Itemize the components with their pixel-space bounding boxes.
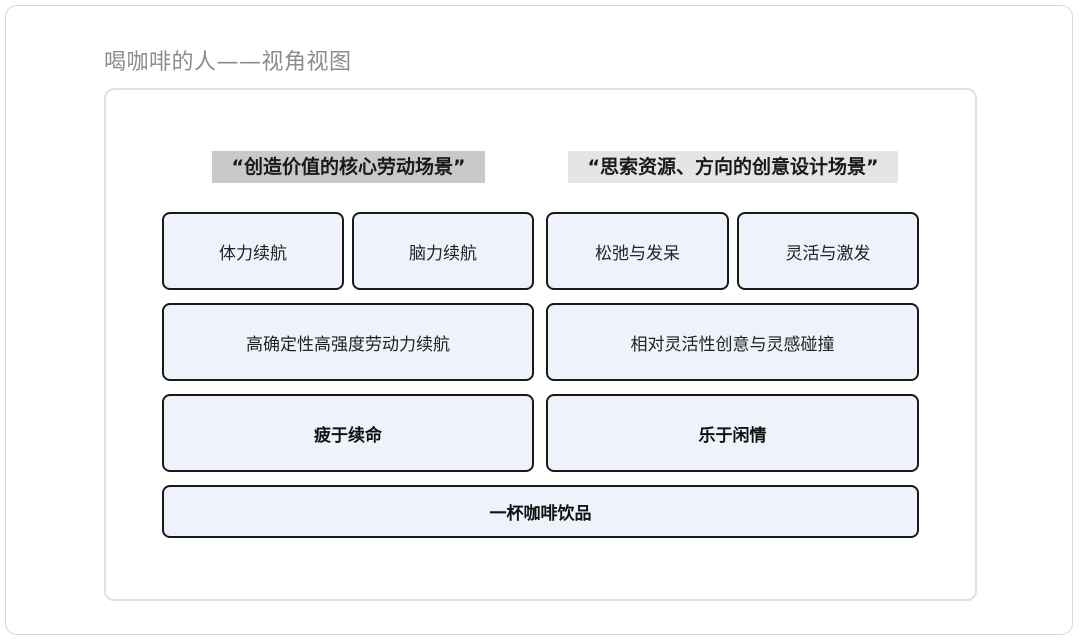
box-creative-collision: 相对灵活性创意与灵感碰撞 xyxy=(546,303,919,381)
box-mental-endurance: 脑力续航 xyxy=(352,212,534,290)
heading-creative-design: “思索资源、方向的创意设计场景” xyxy=(568,151,898,183)
box-coffee-drink: 一杯咖啡饮品 xyxy=(162,485,919,538)
box-tired-survival: 疲于续命 xyxy=(162,394,534,472)
heading-core-labor: “创造价值的核心劳动场景” xyxy=(212,151,485,183)
box-flexibility-inspiration: 灵活与激发 xyxy=(737,212,919,290)
box-physical-endurance: 体力续航 xyxy=(162,212,344,290)
box-high-intensity-labor: 高确定性高强度劳动力续航 xyxy=(162,303,534,381)
box-relax-daydream: 松弛与发呆 xyxy=(546,212,729,290)
page-title: 喝咖啡的人——视角视图 xyxy=(104,50,352,75)
box-leisure-enjoyment: 乐于闲情 xyxy=(546,394,919,472)
